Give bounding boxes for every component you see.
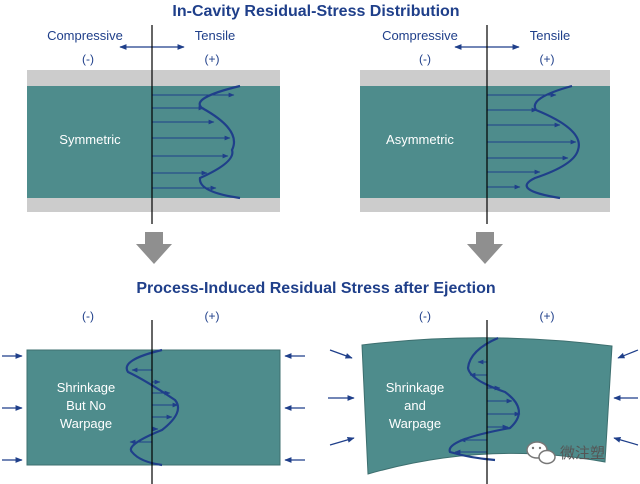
stress-curve bbox=[448, 336, 520, 462]
tensile-label: Tensile bbox=[195, 28, 235, 43]
mold-wall-top bbox=[27, 70, 280, 86]
bottom-title: Process-Induced Residual Stress after Ej… bbox=[136, 280, 495, 297]
stress-arrows bbox=[454, 359, 521, 455]
negative-sign: (-) bbox=[82, 309, 94, 323]
symmetric-label: Symmetric bbox=[59, 132, 121, 147]
mold-wall-bottom bbox=[360, 198, 610, 212]
top-title: In-Cavity Residual-Stress Distribution bbox=[172, 3, 459, 20]
stress-curve bbox=[525, 84, 580, 200]
compressive-label: Compressive bbox=[47, 28, 123, 43]
panel-shrinkage-and-warpage: (-) (+) Shrinkage and Warpage bbox=[328, 309, 639, 484]
panel-label-line-3: Warpage bbox=[389, 416, 441, 431]
positive-sign: (+) bbox=[540, 52, 555, 66]
stress-curve bbox=[125, 348, 180, 467]
positive-sign: (+) bbox=[205, 52, 220, 66]
negative-sign: (-) bbox=[419, 309, 431, 323]
panel-asymmetric: Compressive Tensile (-) (+) Asymmetric bbox=[360, 25, 610, 224]
positive-sign: (+) bbox=[540, 309, 555, 323]
panel-shrinkage-no-warpage: (-) (+) Shrinkage But No Warpage bbox=[2, 309, 305, 484]
asymmetric-label: Asymmetric bbox=[386, 132, 454, 147]
mold-wall-top bbox=[360, 70, 610, 86]
shrinkage-force-arrows bbox=[2, 353, 305, 463]
stress-curve bbox=[198, 84, 241, 200]
panel-label-line-3: Warpage bbox=[60, 416, 112, 431]
stress-arrows bbox=[487, 92, 577, 190]
stress-arrows bbox=[129, 367, 179, 445]
down-arrow-icon bbox=[467, 232, 503, 264]
mold-wall-bottom bbox=[27, 198, 280, 212]
panel-label-line-1: Shrinkage bbox=[386, 380, 445, 395]
shrinkage-force-arrows bbox=[328, 349, 639, 446]
panel-label-line-2: But No bbox=[66, 398, 106, 413]
watermark-text: 微注塑 bbox=[560, 444, 605, 462]
positive-sign: (+) bbox=[205, 309, 220, 323]
wechat-icon bbox=[526, 441, 556, 465]
watermark: 微注塑 bbox=[526, 441, 605, 465]
panel-symmetric: Compressive Tensile (-) (+) Symmetric bbox=[27, 25, 280, 224]
down-arrow-icon bbox=[136, 232, 172, 264]
compressive-label: Compressive bbox=[382, 28, 458, 43]
tensile-label: Tensile bbox=[530, 28, 570, 43]
panel-label-line-2: and bbox=[404, 398, 426, 413]
negative-sign: (-) bbox=[82, 52, 94, 66]
negative-sign: (-) bbox=[419, 52, 431, 66]
part-cross-section bbox=[26, 349, 281, 466]
panel-label-line-1: Shrinkage bbox=[57, 380, 116, 395]
part-cross-section bbox=[27, 86, 280, 198]
